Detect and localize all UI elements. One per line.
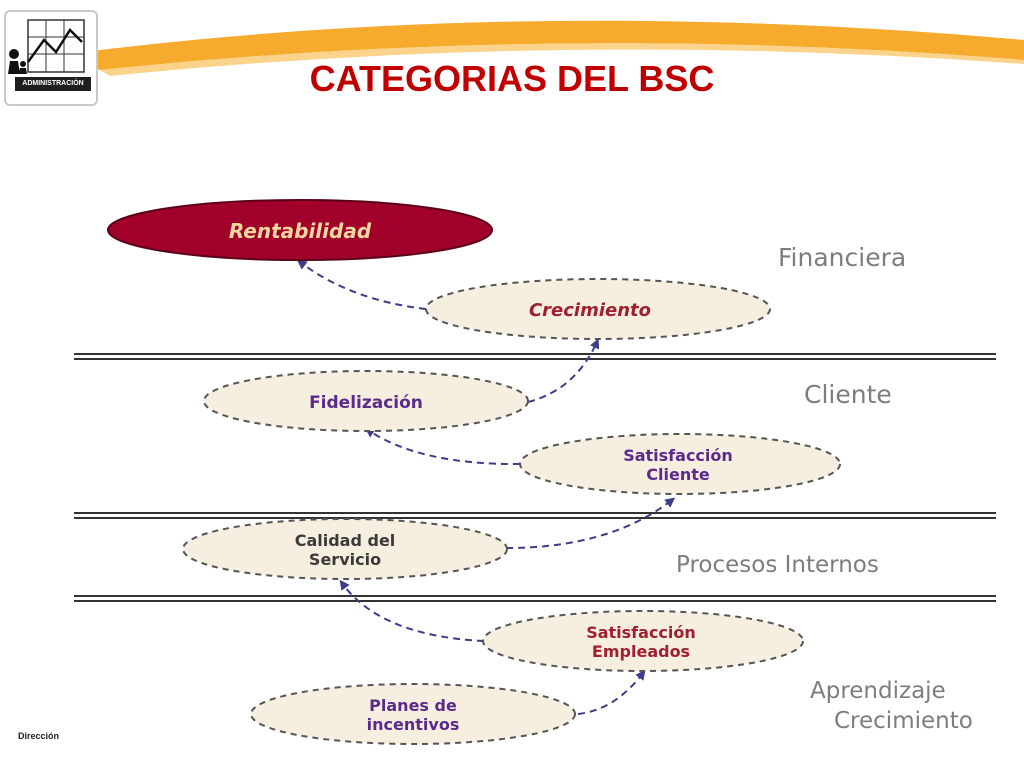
footer-text: Dirección [18, 731, 60, 741]
node-label-line-1: Satisfacción [623, 446, 733, 465]
slide-title: CATEGORIAS DEL BSC [309, 58, 715, 99]
node-planes-incentivos: Planes de incentivos [250, 683, 576, 745]
logo-label: ADMINISTRACIÓN [14, 76, 92, 92]
edge-fidelizacion-crecimiento [527, 338, 600, 403]
category-aprendizaje-line-2: Crecimiento [834, 708, 973, 734]
node-satisfaccion-empleados: Satisfacción Empleados [482, 610, 804, 672]
company-logo: ADMINISTRACIÓN [4, 10, 98, 106]
node-label-line-1: Satisfacción [586, 623, 696, 642]
chart-grid-icon [8, 19, 85, 74]
node-label: Rentabilidad [229, 219, 372, 243]
node-fidelizacion: Fidelización [203, 370, 529, 432]
separator-lines [74, 353, 996, 602]
edge-satisfaccion-empleados-calidad [339, 579, 485, 642]
edge-calidad-satisfaccion-cliente [505, 497, 676, 549]
node-satisfaccion-cliente: Satisfacción Cliente [519, 433, 841, 495]
category-aprendizaje-line-1: Aprendizaje [810, 678, 946, 704]
edge-crecimiento-rentabilidad [296, 259, 427, 310]
category-financiera: Financiera [778, 243, 906, 272]
category-cliente: Cliente [804, 380, 892, 409]
category-procesos-internos: Procesos Internos [676, 552, 879, 578]
edge-planes-satisfaccion-empleados [577, 669, 646, 715]
node-label: Fidelización [309, 393, 423, 413]
node-label-line-2: Empleados [592, 642, 690, 661]
node-label: Crecimiento [529, 300, 651, 321]
node-label-line-1: Calidad del [295, 531, 396, 550]
node-rentabilidad: Rentabilidad [107, 199, 493, 261]
node-crecimiento: Crecimiento [425, 278, 771, 340]
header-swoosh [60, 20, 1024, 76]
edge-satisfaccion-cliente-fidelizacion [364, 427, 521, 466]
node-label-line-2: Servicio [309, 550, 381, 569]
connectors [296, 259, 676, 715]
node-calidad-servicio: Calidad del Servicio [182, 518, 508, 580]
node-label-line-1: Planes de [369, 696, 457, 715]
node-label-line-2: incentivos [367, 715, 460, 734]
node-label-line-2: Cliente [646, 465, 710, 484]
